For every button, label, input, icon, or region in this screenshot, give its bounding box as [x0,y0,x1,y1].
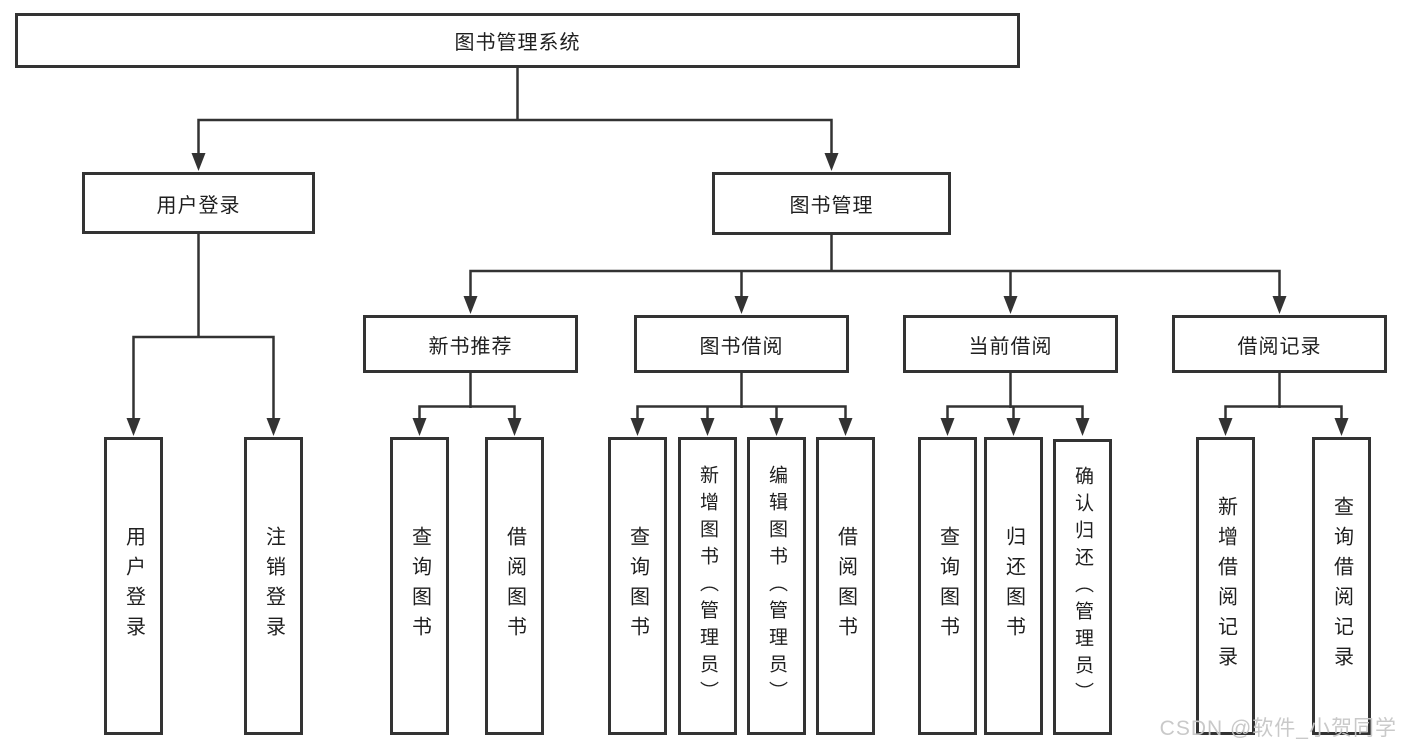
node-leaf-query-borrow-record: 查询借阅记录 [1312,437,1371,735]
arrow-down-icon [412,418,427,436]
arrowheads [126,153,1349,436]
arrow-down-icon [940,418,955,436]
arrow-down-icon [700,418,715,436]
connector-current-borrow-to-leaves [946,373,1084,419]
node-user-login: 用户登录 [82,172,315,234]
node-leaf-return-books: 归还图书 [984,437,1043,735]
node-root-system: 图书管理系统 [15,13,1020,68]
arrow-down-icon [1003,296,1018,314]
node-leaf-logout: 注销登录 [244,437,303,735]
connector-book-mgmt-to-branches [469,235,1281,297]
arrow-down-icon [824,153,839,171]
node-book-management: 图书管理 [712,172,951,235]
node-leaf-confirm-return-admin: 确认归还（管理员） [1053,439,1112,735]
node-leaf-borrow-books-2: 借阅图书 [816,437,875,735]
connector-borrow-records-to-leaves [1224,373,1343,419]
arrow-down-icon [1075,418,1090,436]
arrow-down-icon [630,418,645,436]
node-leaf-edit-books-admin: 编辑图书（管理员） [747,437,806,735]
arrow-down-icon [507,418,522,436]
connector-user-login-to-leaves [132,234,275,419]
node-leaf-user-login: 用户登录 [104,437,163,735]
node-leaf-add-borrow-record: 新增借阅记录 [1196,437,1255,735]
node-leaf-add-books-admin: 新增图书（管理员） [678,437,737,735]
arrow-down-icon [266,418,281,436]
arrow-down-icon [1272,296,1287,314]
connector-book-borrow-to-leaves [636,373,847,419]
csdn-watermark: CSDN @软件_小贺同学 [1159,717,1397,740]
node-borrow-records: 借阅记录 [1172,315,1387,373]
node-leaf-query-books-2: 查询图书 [608,437,667,735]
node-leaf-query-books-1: 查询图书 [390,437,449,735]
arrow-down-icon [1218,418,1233,436]
arrow-down-icon [838,418,853,436]
arrow-down-icon [191,153,206,171]
arrow-down-icon [1006,418,1021,436]
node-leaf-query-books-3: 查询图书 [918,437,977,735]
arrow-down-icon [463,296,478,314]
node-leaf-borrow-books-1: 借阅图书 [485,437,544,735]
arrow-down-icon [1334,418,1349,436]
connector-new-books-to-leaves [418,373,516,419]
node-book-borrowing: 图书借阅 [634,315,849,373]
node-current-borrowing: 当前借阅 [903,315,1118,373]
connector-root-to-branches [197,68,833,154]
arrow-down-icon [769,418,784,436]
arrow-down-icon [734,296,749,314]
arrow-down-icon [126,418,141,436]
node-new-book-recommend: 新书推荐 [363,315,578,373]
